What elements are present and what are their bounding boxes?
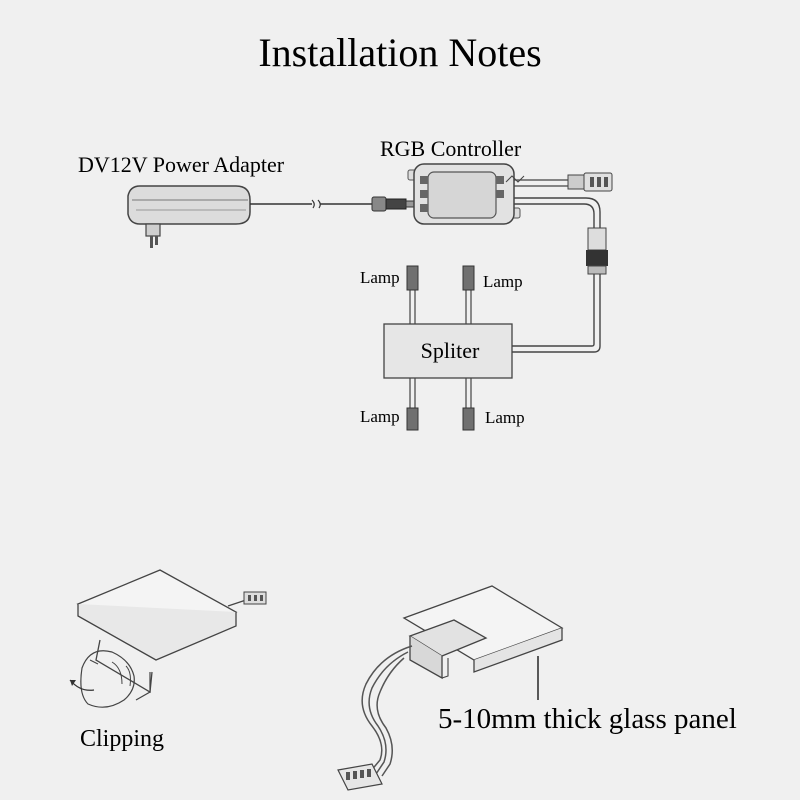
- power-adapter-label: DV12V Power Adapter: [78, 152, 285, 177]
- rgb-connector-icon: [567, 172, 613, 192]
- controller-output-cable: [514, 179, 570, 187]
- splitter-box: [383, 323, 513, 379]
- rgb-controller-label: RGB Controller: [380, 136, 522, 161]
- glass-panel-label: 5-10mm thick glass panel: [438, 703, 737, 735]
- page-title: Installation Notes: [258, 30, 541, 75]
- cable-break-mark: [311, 199, 321, 209]
- splitter-label: Spliter: [421, 338, 480, 363]
- glass-panel-illustration: [337, 585, 564, 791]
- rgb-controller-icon: [407, 163, 521, 225]
- lamp-label-bottom-right: Lamp: [485, 408, 525, 427]
- clipping-illustration: [69, 569, 267, 708]
- lamp-plug-icon: [406, 265, 475, 431]
- dc-plug-icon: [371, 196, 415, 212]
- controller-to-splitter-cable: [514, 197, 601, 228]
- inline-connector-icon: [586, 227, 608, 275]
- clipping-label: Clipping: [80, 726, 164, 752]
- lamp-label-top-right: Lamp: [483, 272, 523, 291]
- power-adapter-icon: [127, 185, 251, 248]
- lamp-wires: [409, 290, 472, 408]
- lamp-label-bottom-left: Lamp: [360, 407, 400, 426]
- lamp-label-top-left: Lamp: [360, 268, 400, 287]
